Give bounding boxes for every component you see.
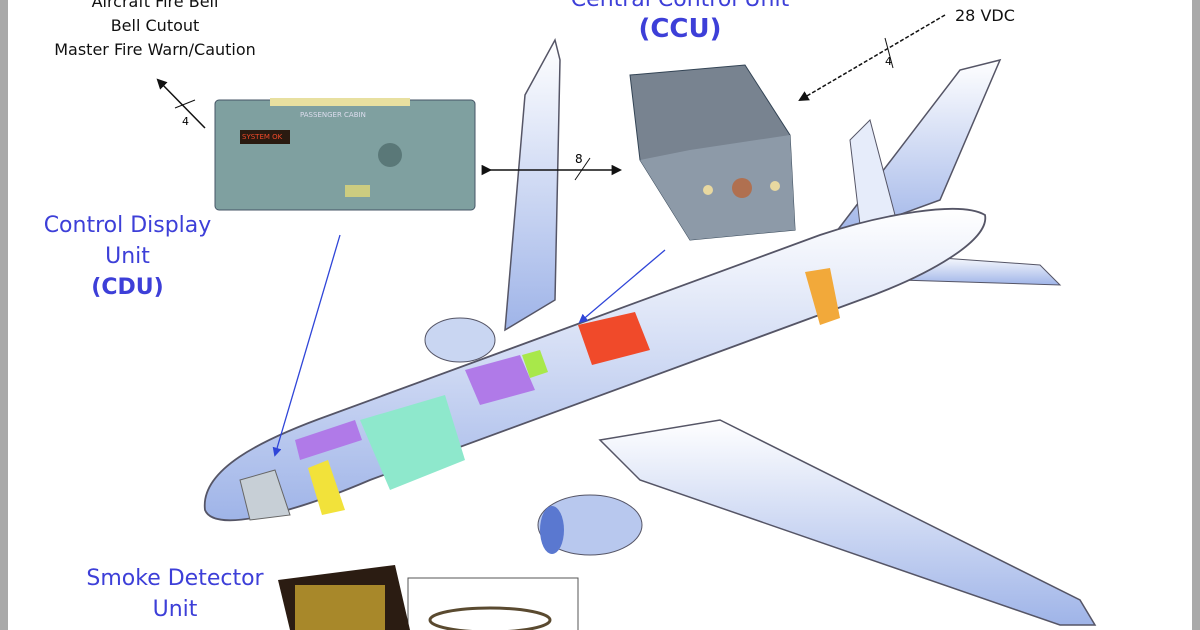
zone-teal	[360, 395, 465, 490]
output-wire-count: 4	[182, 115, 189, 128]
left-wing	[504, 37, 561, 332]
cdu-label: Control Display Unit (CDU)	[15, 210, 240, 303]
right-wing	[598, 419, 1097, 626]
zone-red	[578, 312, 650, 365]
output-arrow	[156, 78, 206, 129]
lower-engine	[537, 494, 643, 556]
sdu-title-line1: Smoke Detector	[86, 566, 264, 591]
ccu-pointer	[578, 249, 666, 324]
zone-orange	[805, 268, 840, 325]
outputs-label: Aircraft Fire Bell Bell Cutout Master Fi…	[20, 0, 290, 62]
upper-engine	[424, 317, 496, 363]
power-arrow	[798, 14, 946, 102]
output-line: Aircraft Fire Bell	[91, 0, 219, 11]
zone-green	[522, 350, 548, 378]
ccu-device	[629, 64, 796, 241]
zone-purple-mid	[465, 355, 535, 405]
cdu-title-line1: Control Display	[43, 213, 212, 238]
ccu-title: Central Control Unit	[500, 0, 860, 15]
cockpit	[239, 469, 291, 521]
frame-border-right	[1192, 0, 1200, 630]
cdu-title-line2: Unit	[105, 244, 150, 269]
sdu-label: Smoke Detector Unit	[55, 563, 295, 625]
cdu-panel-text: PASSENGER CABIN	[300, 111, 366, 119]
cdu-device	[214, 98, 476, 211]
zone-purple-fwd	[295, 420, 362, 460]
sdu-device	[278, 565, 579, 630]
cdu-display-text: SYSTEM OK	[242, 133, 283, 141]
cdu-pointer	[272, 234, 341, 457]
cdu-abbr: (CDU)	[91, 275, 164, 300]
output-line: Bell Cutout	[110, 16, 200, 35]
sdu-title-line2: Unit	[152, 597, 198, 622]
output-line: Master Fire Warn/Caution	[54, 40, 256, 59]
power-wire-count: 4	[885, 55, 892, 68]
frame-border-left	[0, 0, 8, 630]
ccu-abbr: (CCU)	[638, 14, 722, 44]
zone-yellow	[308, 460, 345, 515]
power-label: 28 VDC	[955, 6, 1015, 25]
bus-wire-count: 8	[575, 152, 583, 166]
